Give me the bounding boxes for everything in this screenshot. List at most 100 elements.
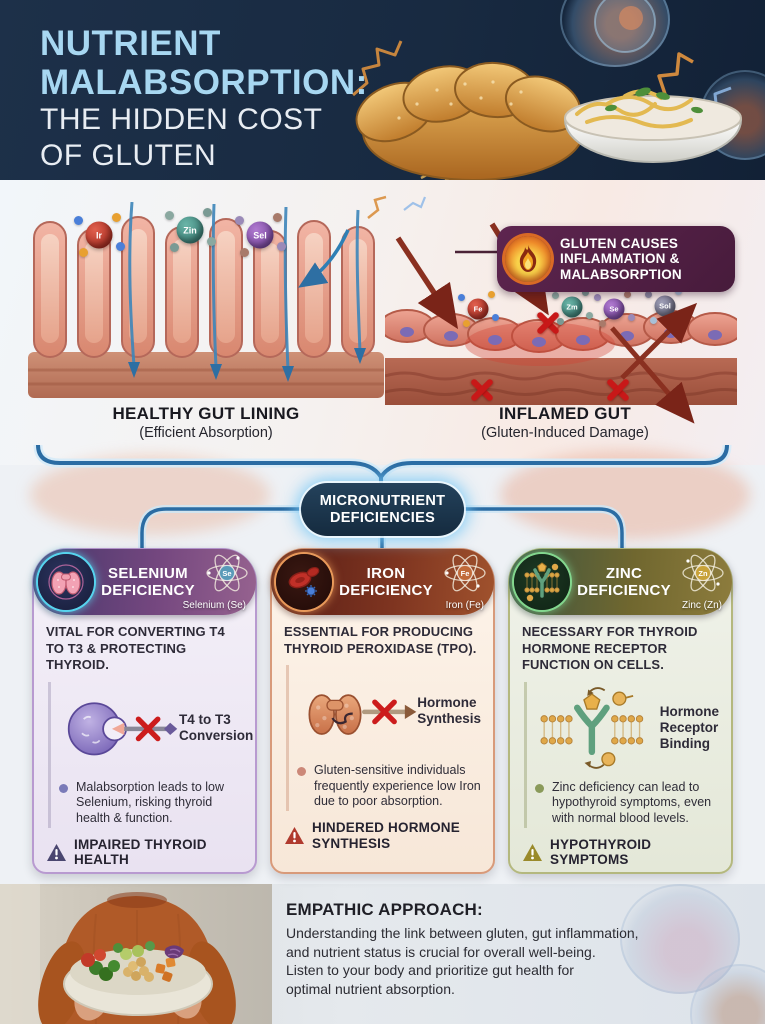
molecule-satellite: [277, 242, 286, 251]
selenium-molecule: Sel: [233, 212, 287, 258]
card-bullet: Gluten-sensitive individuals frequently …: [297, 763, 481, 811]
molecule-label: Zm: [561, 296, 583, 318]
t4-t3-conversion-diagram: T4 to T3 Conversion: [59, 682, 254, 774]
atom-icon: Se: [204, 552, 250, 599]
molecule-satellite: [116, 242, 125, 251]
cell-art: [690, 964, 765, 1024]
receptor-icon: [514, 554, 570, 610]
molecule-satellite: [492, 314, 499, 321]
card-title: IRON DEFICIENCY: [339, 564, 433, 600]
card-body: ESSENTIAL FOR PRODUCING THYROID PEROXIDA…: [272, 614, 493, 851]
impaired-thyroid-warning: IMPAIRED THYROID HEALTH: [46, 837, 243, 868]
molecule-label: Ir: [85, 221, 113, 249]
blood-cells-icon: [276, 554, 332, 610]
bullet-dot: [59, 783, 68, 793]
molecule-label: Sel: [246, 221, 274, 249]
element-caption: Iron (Fe): [445, 600, 484, 611]
molecule-satellite: [240, 248, 249, 257]
inflamed-gut-label: INFLAMED GUT (Gluten-Induced Damage): [481, 404, 649, 441]
molecule-satellite: [552, 292, 559, 299]
molecule-satellite: [170, 243, 179, 252]
iron-molecule: Ir: [72, 212, 126, 258]
gut-comparison-section: Ir Zin Sel Fe Zm Se Sol: [0, 180, 765, 465]
title-line: NUTRIENT: [40, 24, 221, 63]
empathic-approach-footer: EMPATHIC APPROACH: Understanding the lin…: [0, 884, 765, 1024]
molecule-satellite: [458, 294, 465, 301]
molecule-satellite: [79, 248, 88, 257]
warning-triangle-icon: [47, 843, 66, 861]
molecule-satellite: [273, 213, 282, 222]
empathic-approach-text: EMPATHIC APPROACH: Understanding the lin…: [286, 900, 686, 998]
subtitle-line: OF GLUTEN: [40, 139, 217, 172]
diagram-label: Hormone Synthesis: [417, 695, 482, 726]
molecule-label: Zin: [176, 216, 204, 244]
badge-text: GLUTEN CAUSES INFLAMMATION & MALABSORPTI…: [560, 235, 682, 282]
element-symbol: Fe: [461, 569, 470, 578]
diagram-label: T4 to T3 Conversion: [179, 711, 254, 743]
molecule-satellite: [203, 208, 212, 217]
gluten-inflammation-badge: GLUTEN CAUSES INFLAMMATION & MALABSORPTI…: [497, 226, 735, 292]
title-line: MALABSORPTION:: [40, 63, 368, 102]
card-title: ZINC DEFICIENCY: [577, 564, 671, 600]
element-caption: Zinc (Zn): [682, 600, 722, 611]
card-bullet: Malabsorption leads to low Selenium, ris…: [59, 780, 243, 828]
molecule-satellite: [599, 320, 606, 327]
bullet-dot: [297, 767, 306, 776]
healthy-gut-label: HEALTHY GUT LINING (Efficient Absorption…: [112, 404, 300, 441]
iron-molecule-blocked: Fe: [456, 290, 500, 328]
x-mark-icon: [535, 310, 561, 336]
molecule-satellite: [645, 291, 652, 298]
card-body: NECESSARY FOR THYROID HORMONE RECEPTOR F…: [510, 614, 731, 868]
molecule-satellite: [582, 289, 589, 296]
warning-triangle-icon: [523, 843, 542, 861]
molecule-satellite: [488, 291, 495, 298]
thyroid-icon: [38, 554, 94, 610]
selenium-molecule-blocked: Se: [592, 290, 636, 328]
pasta-bowl: [563, 87, 743, 163]
molecule-satellite: [594, 294, 601, 301]
hormone-synthesis-diagram: Hormone Synthesis: [297, 665, 481, 757]
background-intestine-art: [30, 455, 270, 535]
inflamed-lining-illustration: [385, 309, 737, 405]
diagram-label: Hormone Receptor Binding: [659, 703, 719, 751]
bullet-dot: [535, 783, 544, 793]
vegetable-bowl: [81, 941, 184, 982]
card-description: VITAL FOR CONVERTING T4 TO T3 & PROTECTI…: [46, 624, 225, 672]
element-caption: Selenium (Se): [182, 600, 246, 611]
iron-deficiency-card: IRON DEFICIENCY Fe Iron: [270, 548, 495, 874]
healthy-villi-illustration: [28, 202, 384, 398]
page-title: NUTRIENT MALABSORPTION: THE HIDDEN COST …: [40, 24, 368, 174]
element-symbol: Se: [222, 569, 231, 578]
molecule-satellite: [650, 317, 657, 324]
micronutrient-deficiencies-node: MICRONUTRIENT DEFICIENCIES: [301, 483, 464, 536]
bread-loaf: [355, 61, 584, 181]
molecule-satellite: [463, 320, 470, 327]
x-mark-icon: [605, 377, 631, 403]
bread-pasta-svg: [352, 0, 743, 182]
zinc-card-header: ZINC DEFICIENCY Zn Zinc: [509, 549, 732, 615]
card-bullet: Zinc deficiency can lead to hypothyroid …: [535, 780, 719, 828]
flame-icon: [505, 236, 551, 282]
selenium-deficiency-card: SELENIUM DEFICIENCY Se S: [32, 548, 257, 874]
zinc-molecule: Zin: [163, 207, 217, 253]
hormone-receptor-binding-diagram: Hormone Receptor Binding: [535, 682, 719, 774]
molecule-satellite: [624, 291, 631, 298]
hindered-hormone-warning: HINDERED HORMONE SYNTHESIS: [284, 820, 481, 851]
molecule-satellite: [74, 216, 83, 225]
element-symbol: Zn: [698, 569, 708, 578]
molecule-label: Se: [603, 298, 625, 320]
x-mark-icon: [469, 377, 495, 403]
molecule-satellite: [586, 312, 593, 319]
card-description: NECESSARY FOR THYROID HORMONE RECEPTOR F…: [522, 624, 698, 672]
molecule-satellite: [165, 211, 174, 220]
molecule-satellite: [628, 314, 635, 321]
hypothyroid-symptoms-warning: HYPOTHYROID SYMPTOMS: [522, 837, 719, 868]
footer-heading: EMPATHIC APPROACH:: [286, 900, 483, 919]
subtitle-line: THE HIDDEN COST: [40, 103, 323, 136]
selenium-card-header: SELENIUM DEFICIENCY Se S: [33, 549, 256, 615]
molecule-label: Fe: [467, 298, 489, 320]
atom-icon: Fe: [442, 552, 488, 599]
card-description: ESSENTIAL FOR PRODUCING THYROID PEROXIDA…: [284, 624, 477, 656]
card-title: SELENIUM DEFICIENCY: [101, 564, 195, 600]
